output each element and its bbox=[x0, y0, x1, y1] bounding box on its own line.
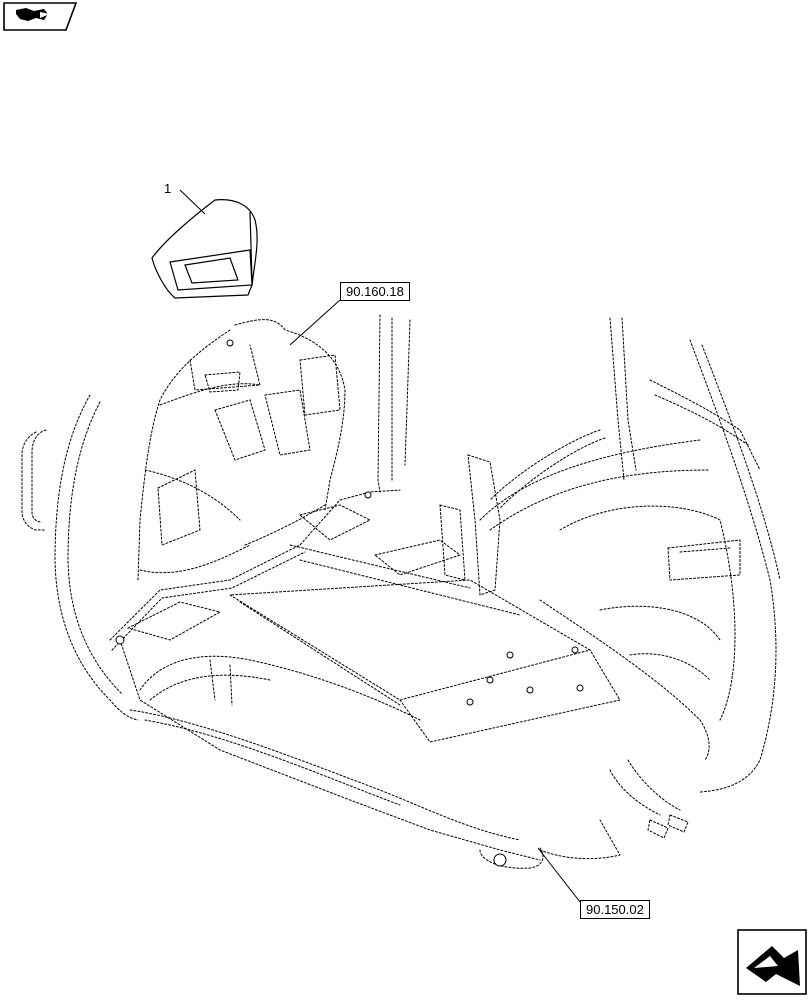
callout-90-160-18[interactable]: 90.160.18 bbox=[340, 282, 410, 301]
previous-page-arrow-icon[interactable] bbox=[736, 928, 808, 996]
item-number-label: 1 bbox=[164, 181, 172, 196]
book-arrow-icon[interactable] bbox=[0, 0, 80, 34]
callout-90-150-02[interactable]: 90.150.02 bbox=[580, 900, 650, 919]
